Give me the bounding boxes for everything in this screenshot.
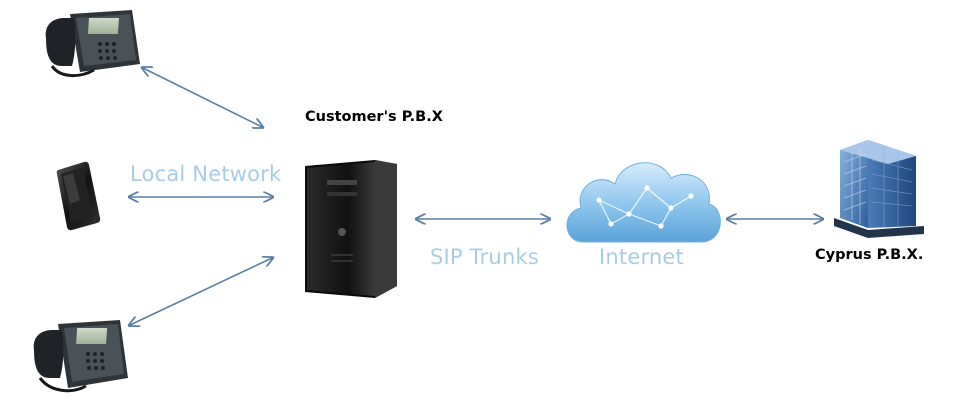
customer-pbx-label: Customer's P.B.X xyxy=(305,109,443,125)
arrow-desk-phone-top-to-pbx xyxy=(143,68,262,127)
office-building-icon xyxy=(834,140,924,238)
smartphone-icon xyxy=(56,161,101,231)
local-network-label: Local Network xyxy=(130,162,282,186)
arrow-desk-phone-bottom-to-pbx xyxy=(130,258,272,325)
server-tower-icon xyxy=(305,160,397,298)
internet-label: Internet xyxy=(599,245,684,269)
cloud-network-icon xyxy=(566,162,721,243)
desk-phone-icon xyxy=(33,320,128,393)
sip-trunks-label: SIP Trunks xyxy=(430,245,539,269)
desk-phone-icon xyxy=(45,10,140,77)
cyprus-pbx-label: Cyprus P.B.X. xyxy=(815,247,924,263)
